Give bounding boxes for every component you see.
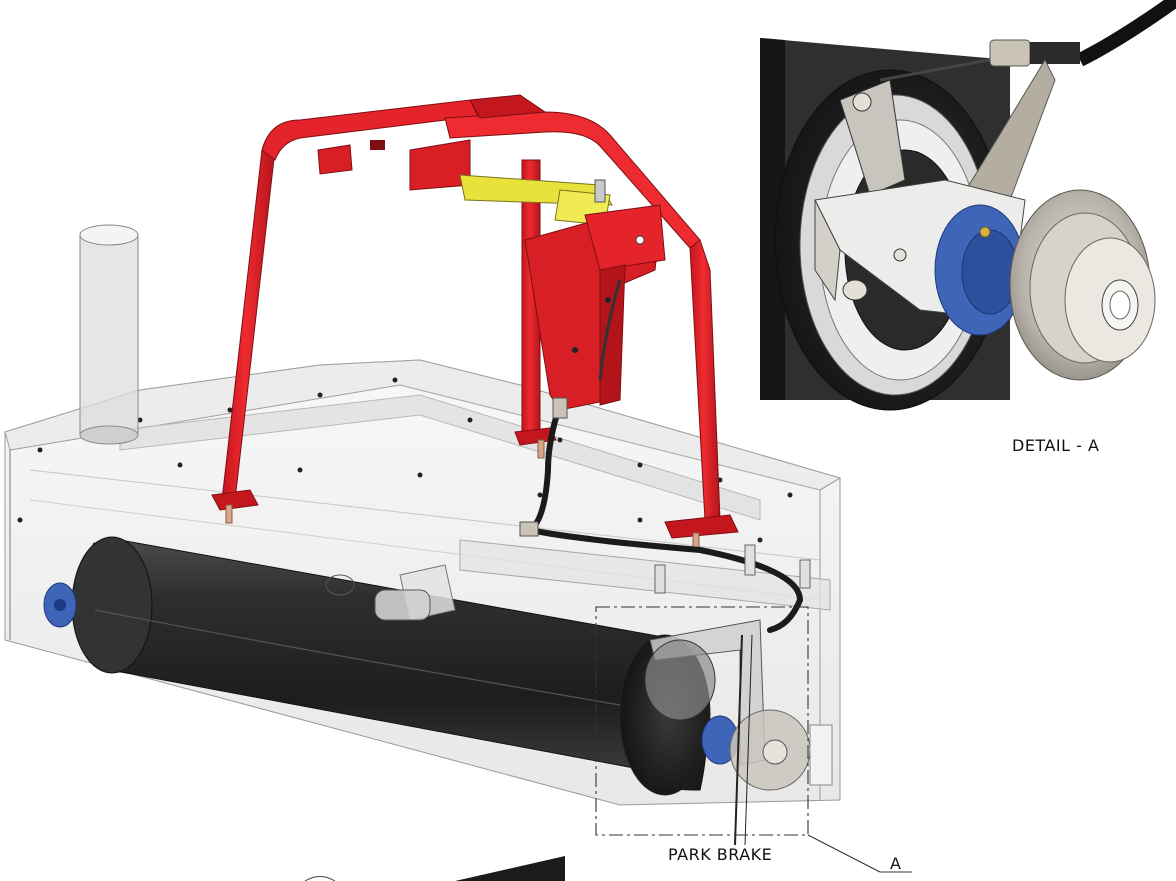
detail-a-inset xyxy=(760,0,1176,411)
roller-drum xyxy=(43,536,711,796)
ghost-tube xyxy=(79,224,139,445)
sprocket xyxy=(1009,189,1156,381)
ghost-posts xyxy=(654,544,811,594)
detail-callout-frame xyxy=(595,606,912,873)
callout-letter-label: A xyxy=(890,854,902,873)
park-brake-label: PARK BRAKE xyxy=(668,845,773,864)
red-roll-bar xyxy=(211,94,739,550)
brake-cable xyxy=(519,279,804,633)
ghost-shaft xyxy=(325,564,456,621)
brake-lever-housing xyxy=(524,179,666,411)
park-brake-mechanism xyxy=(644,619,833,846)
detail-a-label: DETAIL - A xyxy=(1012,436,1100,455)
partial-component-bottom xyxy=(304,856,565,881)
